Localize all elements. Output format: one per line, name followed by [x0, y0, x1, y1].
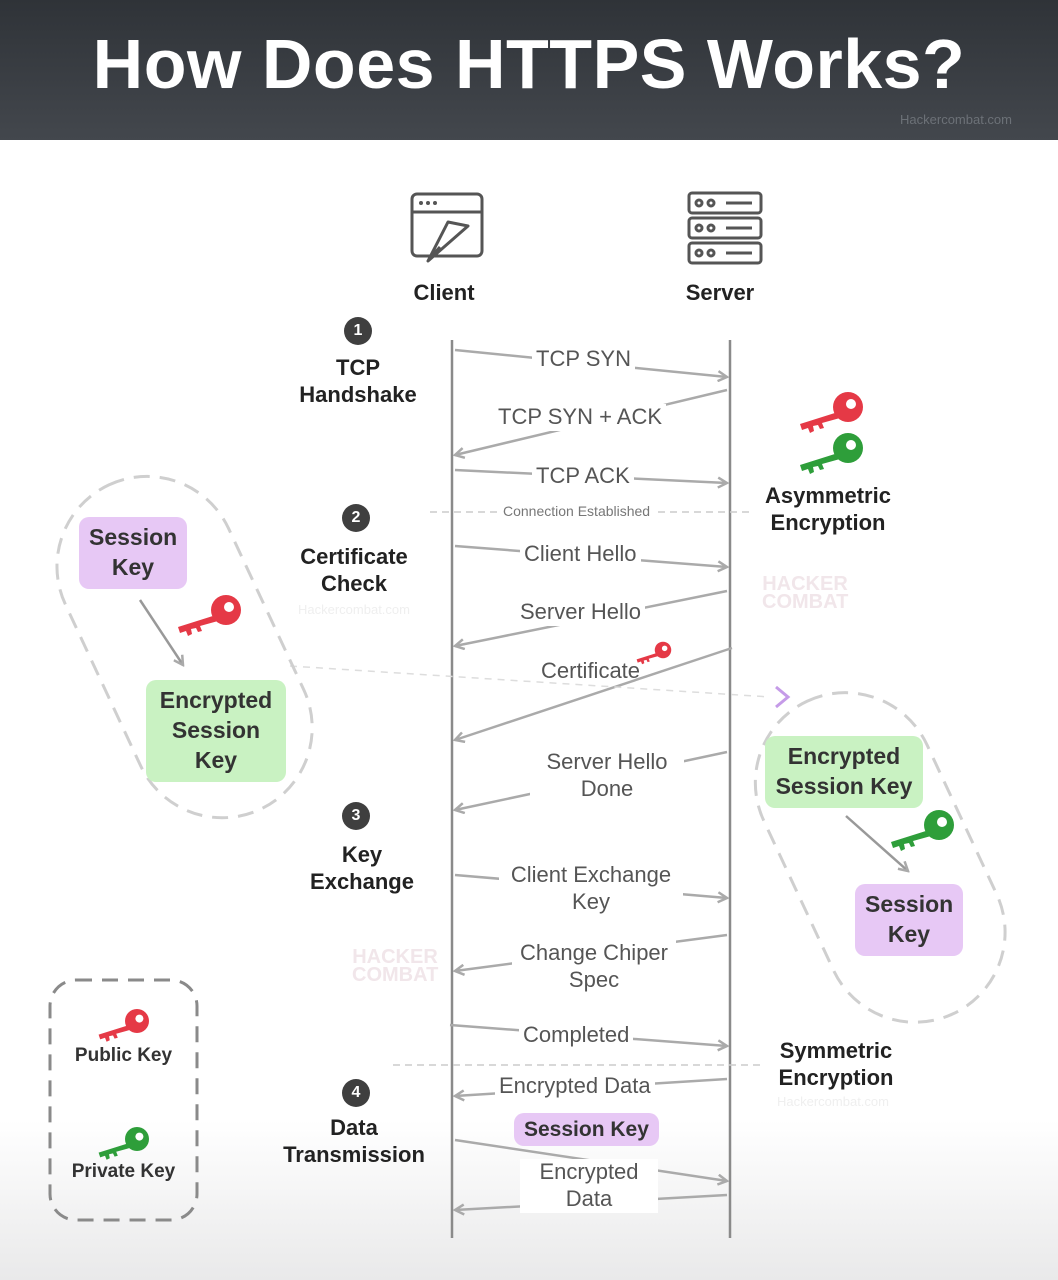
client-label: Client: [413, 280, 475, 305]
message-label: TCP SYN: [532, 346, 635, 373]
panel-link-chevron: [775, 685, 791, 709]
panel-link: [289, 665, 771, 698]
client-icon: [410, 192, 484, 263]
public-key-icon: [98, 1009, 149, 1042]
message-label: Server Hello Done: [530, 749, 684, 803]
header-banner: How Does HTTPS Works? Hackercombat.com: [0, 0, 1058, 140]
legend-border: [48, 978, 199, 1222]
message-label: Completed: [519, 1022, 634, 1049]
server-icon: [687, 191, 763, 265]
message-label: Encrypted Data: [495, 1073, 655, 1100]
message-label: TCP ACK: [532, 463, 634, 490]
right-panel-arrow: [845, 815, 908, 871]
step-label: Data Transmission: [283, 1115, 425, 1167]
watermark-logo: HACKER COMBAT: [352, 946, 439, 986]
step-number: 2: [342, 504, 370, 532]
header-watermark: Hackercombat.com: [900, 112, 1012, 127]
step-label: Key Exchange: [310, 842, 414, 894]
public-key-icon: [800, 392, 863, 433]
message-label: Client Exchange Key: [499, 862, 683, 916]
left-panel-arrow: [138, 599, 183, 665]
right-panel-border: [753, 691, 1007, 1024]
session-key-tag: Session Key: [855, 884, 963, 956]
watermark-text: Hackercombat.com: [298, 602, 410, 617]
encrypted-session-key-tag: Encrypted Session Key: [765, 736, 923, 808]
private-key-icon: [891, 810, 954, 851]
left-panel-border: [55, 474, 314, 820]
message-label: TCP SYN + ACK: [494, 404, 667, 431]
step-number: 3: [342, 802, 370, 830]
message-label: Change Chiper Spec: [512, 940, 676, 994]
symmetric-encryption-label: Symmetric Encryption: [778, 1038, 894, 1090]
page-title: How Does HTTPS Works?: [92, 25, 966, 103]
step-number: 4: [342, 1079, 370, 1107]
step-label: TCP Handshake: [299, 355, 417, 407]
message-label: Client Hello: [520, 541, 641, 568]
session-key-tag: Session Key: [514, 1113, 659, 1147]
step-number: 1: [344, 317, 372, 345]
asymmetric-encryption-label: Asymmetric Encryption: [765, 483, 891, 535]
message-label: Encrypted Data: [520, 1159, 658, 1213]
private-key-icon: [98, 1127, 149, 1160]
arrow-certificate: [455, 646, 733, 740]
public-key-icon: [178, 595, 241, 636]
message-label: Server Hello: [516, 599, 646, 626]
connection-established-label: Connection Established: [497, 503, 657, 521]
step-label: Certificate Check: [300, 544, 408, 596]
server-label: Server: [685, 280, 755, 305]
legend-public-key-label: Public Key: [74, 1045, 173, 1066]
legend-private-key-label: Private Key: [71, 1161, 176, 1182]
private-key-icon: [800, 433, 863, 474]
message-label: Certificate: [541, 658, 641, 683]
encrypted-session-key-tag: Encrypted Session Key: [146, 680, 286, 782]
watermark-text: Hackercombat.com: [777, 1094, 889, 1109]
session-key-tag: Session Key: [79, 517, 187, 589]
watermark-logo: HACKER COMBAT: [762, 573, 849, 613]
